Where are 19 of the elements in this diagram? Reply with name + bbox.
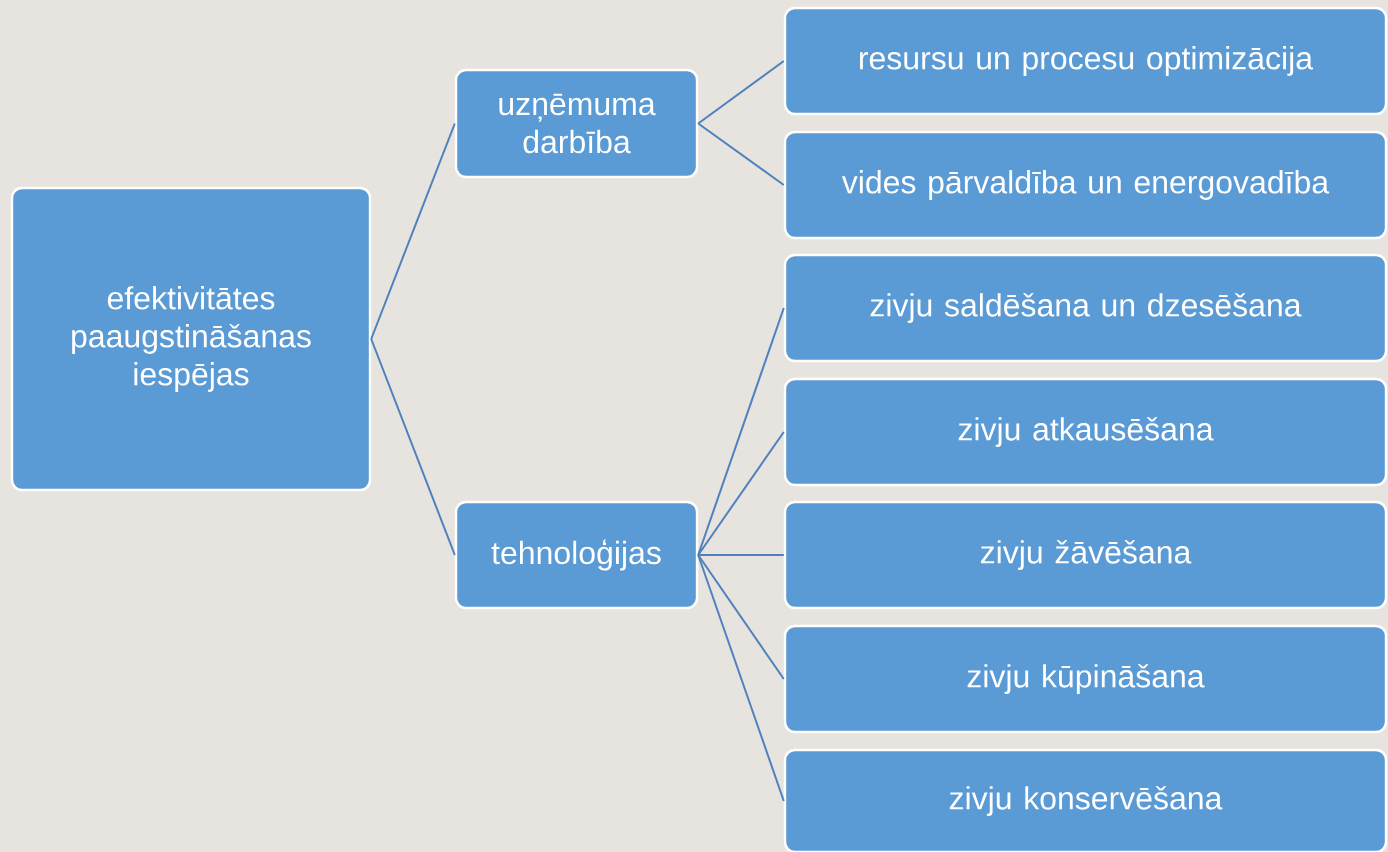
connector-line <box>697 554 785 556</box>
topic-box: zivju atkausēšana <box>783 377 1388 487</box>
topic-box: tehnoloģijas <box>454 500 699 610</box>
topic-box: zivju žāvēšana <box>783 500 1388 610</box>
topic-box: zivju konservēšana <box>783 748 1388 852</box>
connector-line <box>697 554 785 680</box>
connector-line <box>697 60 785 125</box>
connector-line <box>697 554 785 802</box>
topic-box: zivju kūpināšana <box>783 624 1388 734</box>
connector-line <box>697 431 785 556</box>
topic-box: uzņēmuma darbība <box>454 68 699 179</box>
root-box: efektivitātes paaugstināšanas iespējas <box>10 186 372 492</box>
topic-box: vides pārvaldība un energovadība <box>783 130 1388 240</box>
connector-line <box>697 307 785 556</box>
topic-box: resursu un procesu optimizācija <box>783 6 1388 116</box>
connector-line <box>370 338 456 556</box>
topic-box: zivju saldēšana un dzesēšana <box>783 253 1388 363</box>
connector-line <box>370 122 456 340</box>
connector-line <box>697 122 785 186</box>
